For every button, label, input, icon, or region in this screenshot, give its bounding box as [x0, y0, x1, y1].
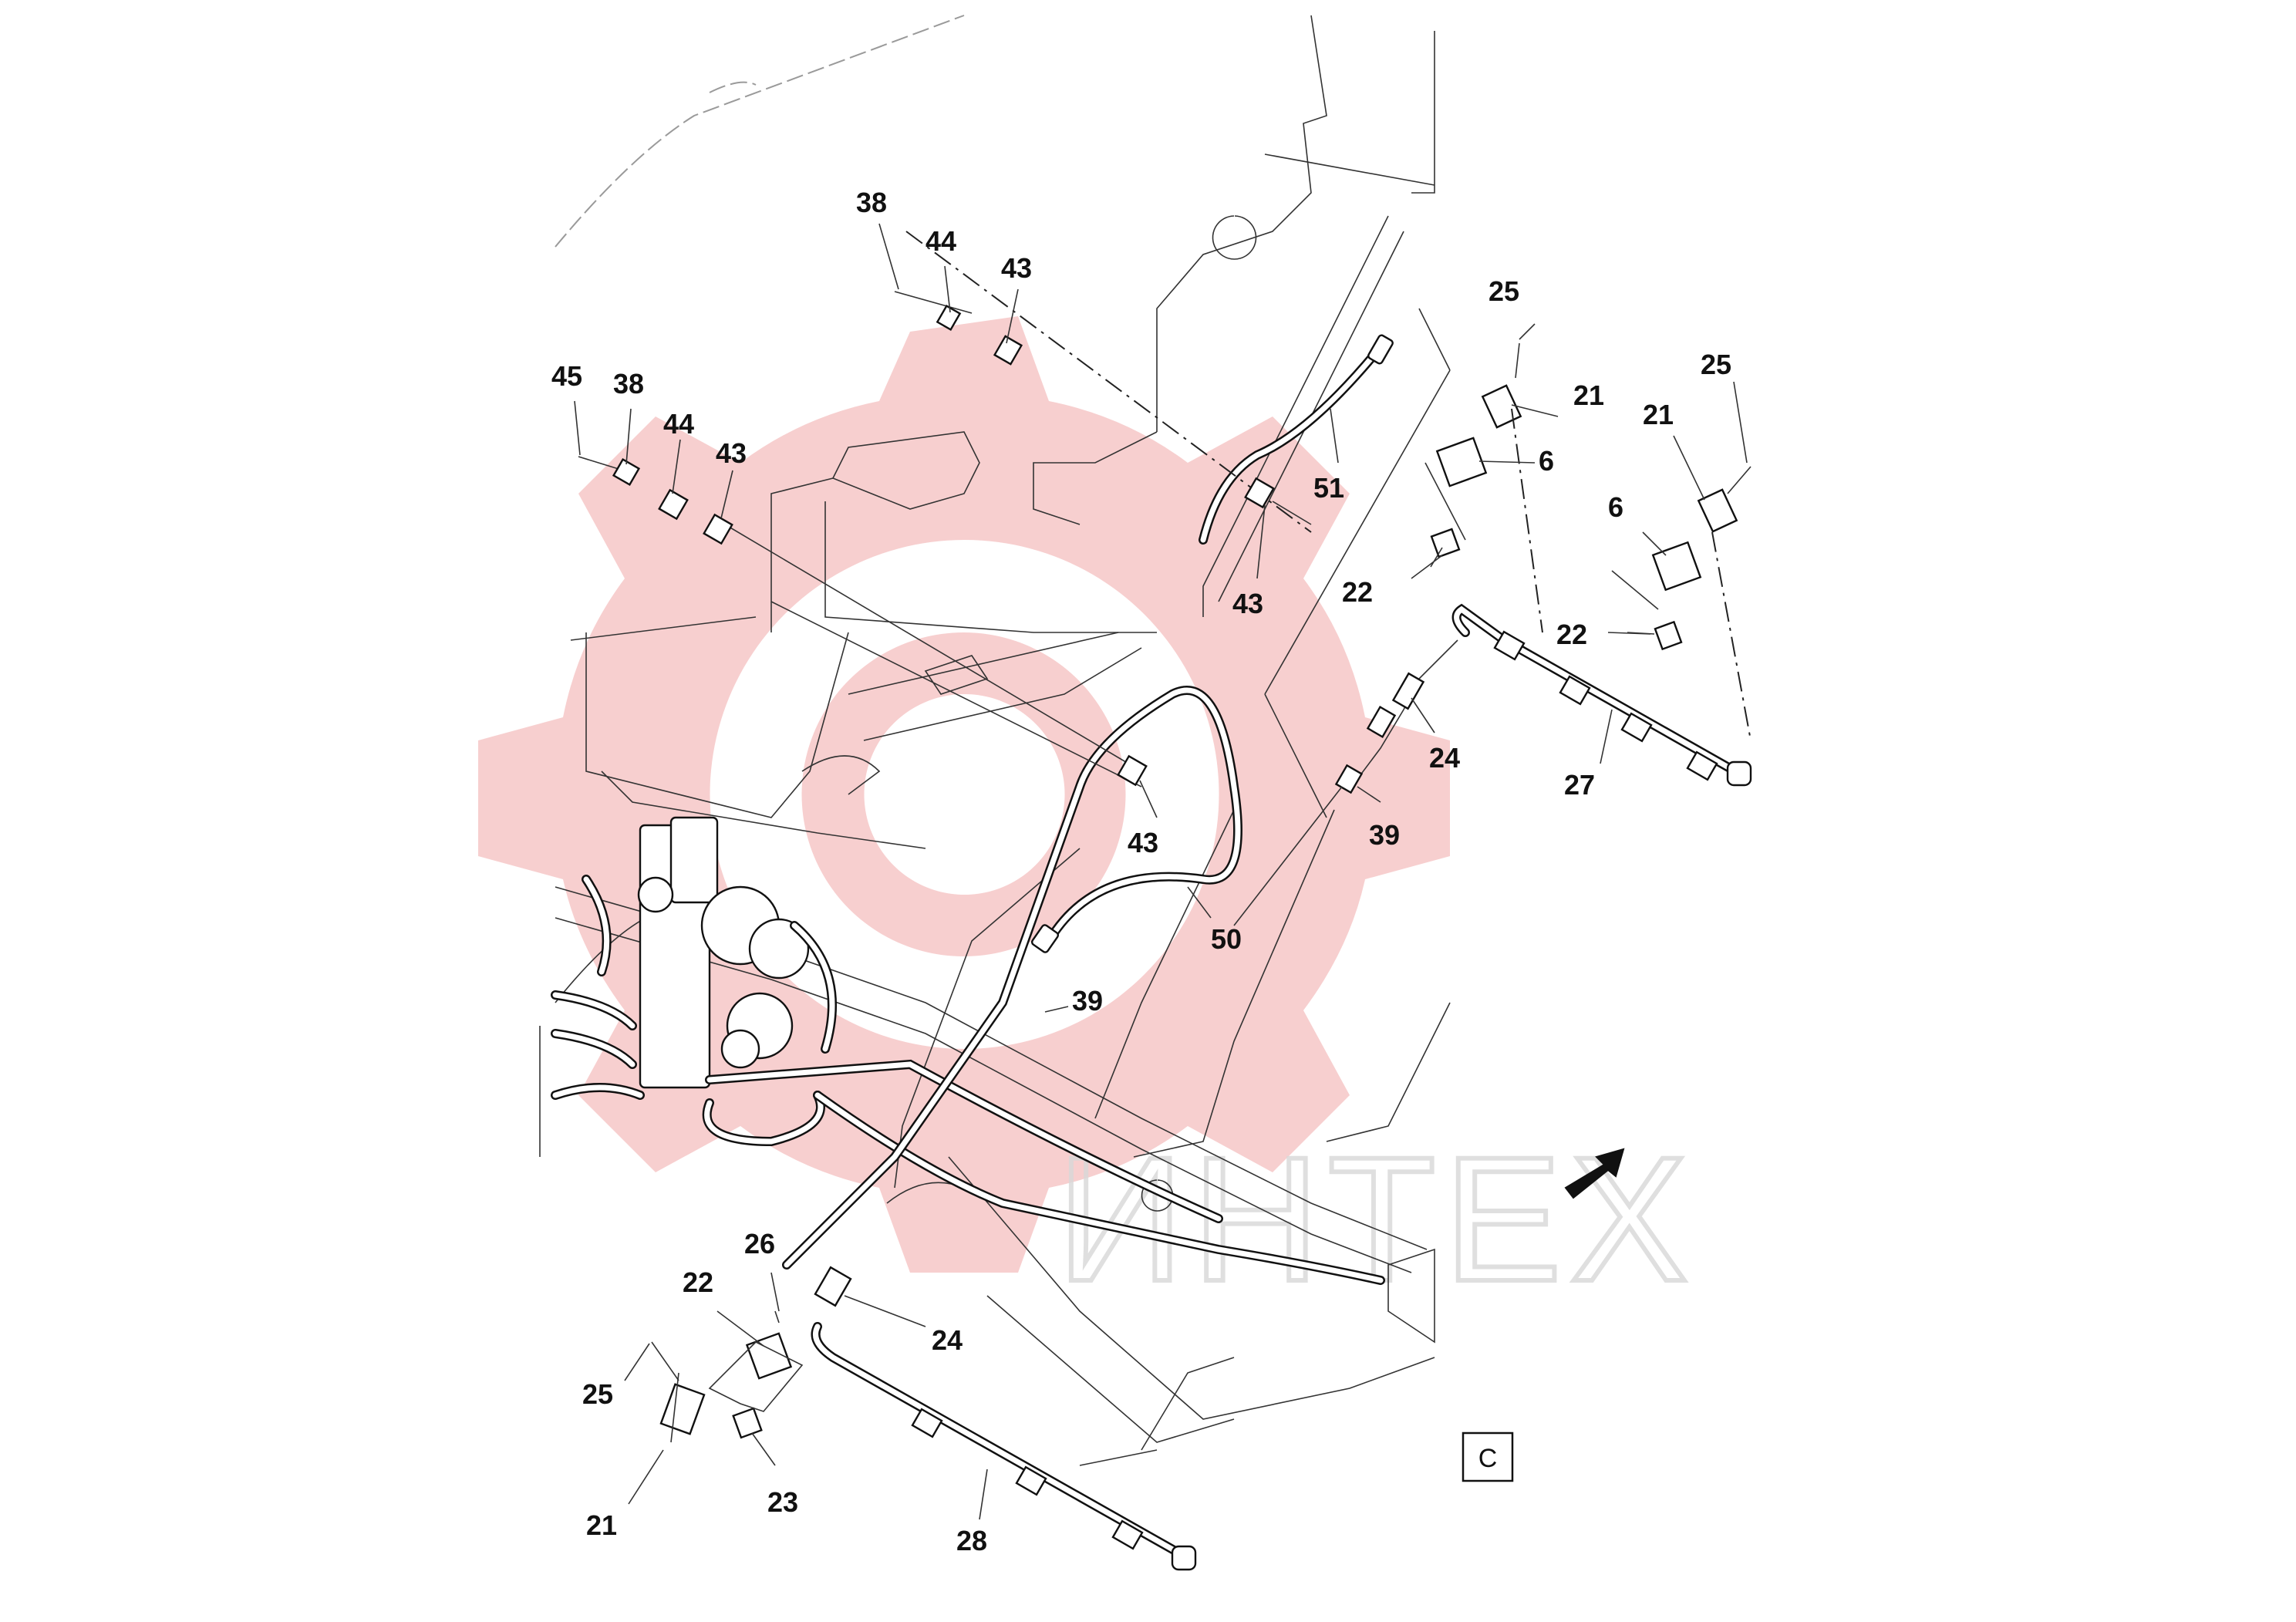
callout-27: 27	[1564, 769, 1595, 801]
leader-lines	[574, 223, 1748, 1520]
callout-26: 26	[744, 1228, 775, 1259]
direction-arrow-icon	[1564, 1148, 1625, 1199]
callout-6: 6	[1608, 491, 1623, 523]
callout-43: 43	[1001, 252, 1032, 284]
callout-24: 24	[932, 1324, 963, 1356]
callout-28: 28	[956, 1525, 987, 1556]
callout-22: 22	[1556, 619, 1587, 650]
callout-39: 39	[1369, 819, 1400, 851]
callout-39: 39	[1072, 985, 1103, 1017]
callout-23: 23	[767, 1486, 798, 1518]
callout-21: 21	[586, 1509, 617, 1541]
callout-24: 24	[1429, 742, 1460, 774]
callout-45: 45	[551, 360, 582, 392]
control-valve-assembly	[551, 816, 1385, 1285]
bracket-assembly-lower-left	[651, 1310, 804, 1443]
callout-43: 43	[1128, 827, 1158, 858]
watermark-text: ИНТЕХ	[1057, 1120, 1696, 1318]
callout-43: 43	[716, 437, 747, 469]
callout-22: 22	[683, 1266, 713, 1298]
callout-25: 25	[1489, 275, 1519, 307]
callout-51: 51	[1313, 472, 1344, 504]
view-letter: C	[1478, 1444, 1498, 1473]
callout-43: 43	[1232, 588, 1263, 619]
callout-44: 44	[925, 225, 956, 257]
callout-25: 25	[1701, 349, 1731, 380]
callout-21: 21	[1643, 399, 1674, 430]
spray-pipe-27	[1233, 603, 1752, 926]
callout-6: 6	[1539, 445, 1554, 477]
view-letter-box: C	[1462, 1431, 1514, 1482]
spray-pipe-28	[811, 1266, 1197, 1571]
callout-38: 38	[856, 187, 887, 218]
bracket-assembly-upper-right	[1264, 308, 1752, 818]
callout-21: 21	[1573, 379, 1604, 411]
callout-38: 38	[613, 368, 644, 400]
callout-25: 25	[582, 1378, 613, 1410]
clamp-assembly-upper	[894, 231, 1312, 533]
callout-22: 22	[1342, 576, 1373, 608]
hose-51	[1199, 334, 1394, 545]
hose-50	[782, 686, 1242, 1270]
callout-44: 44	[663, 408, 694, 440]
clamp-assembly-lower	[578, 456, 1148, 787]
callout-labels: 38 44 43 45 38 44 43 51 43 43 50 39 39 2…	[551, 187, 1731, 1556]
callout-50: 50	[1211, 923, 1242, 955]
